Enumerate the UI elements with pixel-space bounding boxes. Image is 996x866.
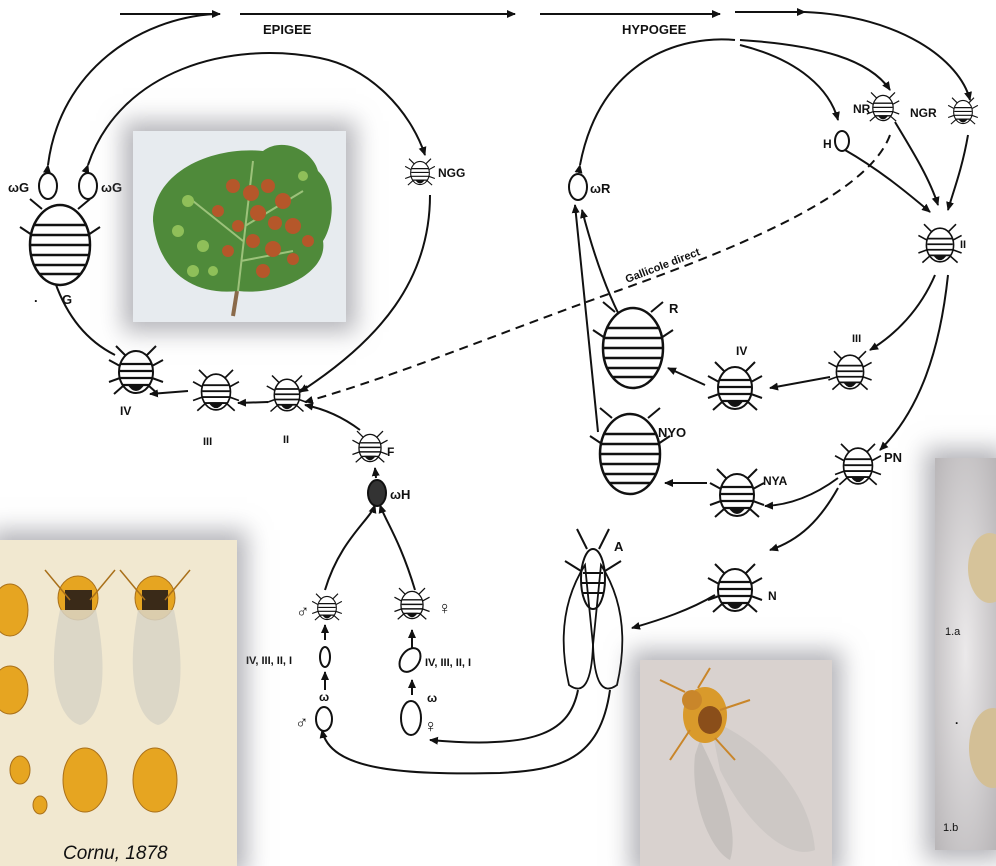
node-iv-right-label: IV (736, 344, 747, 358)
node-nya-label: NYA (763, 474, 788, 488)
egg-wg-left (39, 173, 57, 199)
bug-ii-left (267, 376, 308, 412)
egg-wh (368, 480, 386, 506)
leaf-gall-image (133, 131, 346, 322)
egg-h (835, 131, 849, 151)
node-wr-label: ωR (590, 181, 611, 196)
node-wg-right-label: ωG (101, 180, 122, 195)
female-stages-label: IV, III, II, I (425, 657, 471, 669)
specimen-label-a: 1.a (945, 626, 960, 638)
hypogee-label: HYPOGEE (622, 22, 687, 37)
bug-iv-right (708, 362, 762, 410)
historic-plate: Cornu, 1878 (0, 540, 237, 866)
bug-ngg (405, 159, 435, 185)
male-egg-omega: ω (319, 690, 329, 704)
specimen-image (935, 458, 996, 850)
bug-nya (710, 469, 764, 517)
bug-male (312, 594, 342, 620)
node-iv-left-label: IV (120, 404, 131, 418)
header-arrows (120, 12, 805, 14)
bug-pn (835, 444, 881, 485)
winged-aphid-image (640, 660, 832, 866)
bug-nyo (590, 408, 670, 494)
winged-aphid-photo (640, 660, 832, 866)
specimen-dot: . (955, 713, 958, 727)
bug-n (708, 564, 762, 612)
bug-nr (867, 92, 899, 121)
female-egg-symbol: ♀ (424, 716, 438, 736)
node-n-label: N (768, 589, 777, 603)
node-ii-left-label: II (283, 434, 289, 446)
female-egg-omega: ω (427, 691, 437, 705)
bug-r (593, 302, 673, 388)
node-iii-left-label: III (203, 436, 212, 448)
egg-wr (569, 174, 587, 200)
epigee-label: EPIGEE (263, 22, 312, 37)
plate-caption: Cornu, 1878 (63, 843, 168, 865)
bug-iv-left (109, 346, 163, 394)
node-dot: . (34, 290, 38, 305)
plate-illustrations (0, 540, 237, 840)
node-a-label: A (614, 539, 624, 554)
egg-female (401, 701, 421, 735)
bug-g-fundatrix (20, 199, 100, 285)
bug-f (352, 431, 387, 462)
bug-ii-right (918, 224, 961, 262)
female-symbol: ♀ (438, 598, 452, 618)
node-h-label: H (823, 137, 832, 151)
node-ngg-label: NGG (438, 166, 465, 180)
specimen-photo: 1.a . 1.b (935, 458, 996, 850)
node-nr-label: NR (853, 102, 871, 116)
bug-female (394, 588, 429, 619)
node-g-label: G (62, 292, 72, 307)
egg-wg-right (79, 173, 97, 199)
male-egg-symbol: ♂ (295, 712, 309, 732)
node-iii-right-label: III (852, 333, 861, 345)
bug-iii-left (193, 370, 239, 411)
gallicole-direct-label: Gallicole direct (624, 246, 702, 286)
specimen-label-b: 1.b (943, 822, 958, 834)
male-larva (320, 647, 330, 667)
gallicole-arrows (305, 135, 890, 402)
node-wg-left-label: ωG (8, 180, 29, 195)
node-r-label: R (669, 301, 679, 316)
male-symbol: ♂ (296, 601, 310, 621)
node-ngr-label: NGR (910, 106, 937, 120)
bug-iii-right (828, 351, 871, 389)
bottom-loop-arrows (305, 405, 610, 773)
node-wh-label: ωH (390, 487, 410, 502)
node-pn-label: PN (884, 450, 902, 465)
leaf-gall-photo (133, 131, 346, 322)
female-larva (395, 644, 425, 676)
egg-male (316, 707, 332, 731)
node-nyo-label: NYO (658, 425, 686, 440)
node-ii-right-label: II (960, 239, 966, 251)
bug-ngr (948, 98, 978, 124)
node-f-label: F (387, 445, 394, 459)
male-stages-label: IV, III, II, I (246, 655, 292, 667)
